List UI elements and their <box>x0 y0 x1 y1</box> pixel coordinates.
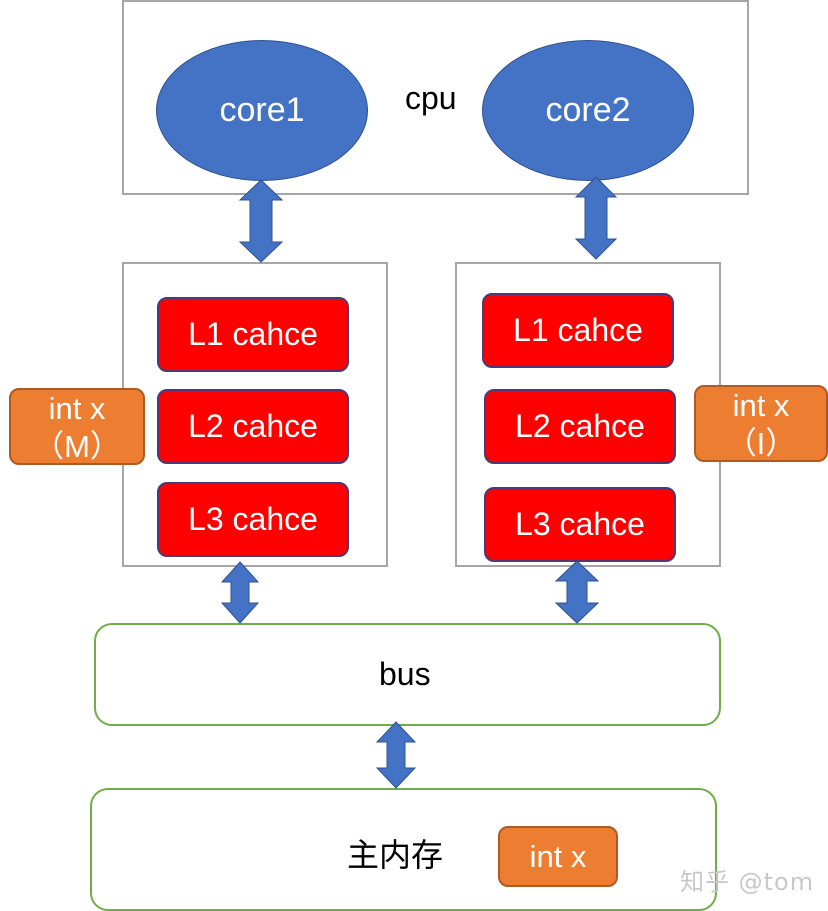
variable-x-left: int x （M） <box>9 388 145 465</box>
core2: core2 <box>482 40 694 181</box>
cache-label: L1 cahce <box>513 312 643 348</box>
arrow-cache-left-bus <box>220 561 260 624</box>
double-arrow-shape <box>375 721 417 789</box>
cache-label: L2 cahce <box>188 408 318 444</box>
variable-name: int x <box>529 838 587 874</box>
cache-label: L2 cahce <box>515 408 645 444</box>
arrow-bus-memory <box>375 721 417 789</box>
double-arrow-shape <box>220 561 260 624</box>
variable-state: （M） <box>33 429 121 464</box>
main-memory-label: 主内存 <box>347 836 444 874</box>
cpu-label: cpu <box>405 80 457 116</box>
bus-box <box>94 623 721 726</box>
arrow-core2-cache <box>574 176 618 260</box>
cache-label: L1 cahce <box>188 316 318 352</box>
variable-x-memory: int x <box>498 826 618 887</box>
double-arrow-shape <box>554 560 600 624</box>
l3-cache-left: L3 cahce <box>157 482 349 557</box>
core1-label: core1 <box>219 91 305 129</box>
double-arrow-shape <box>238 179 284 263</box>
arrow-cache-right-bus <box>554 560 600 624</box>
variable-x-right: int x （I） <box>694 385 828 462</box>
variable-state: （I） <box>725 426 797 461</box>
watermark: 知乎 @tom <box>680 868 815 896</box>
l2-cache-left: L2 cahce <box>157 389 349 464</box>
l1-cache-left: L1 cahce <box>157 297 349 372</box>
l3-cache-right: L3 cahce <box>484 487 676 562</box>
l2-cache-right: L2 cahce <box>484 389 676 464</box>
arrow-core1-cache <box>238 179 284 263</box>
cache-label: L3 cahce <box>188 501 318 537</box>
core2-label: core2 <box>545 91 631 129</box>
cache-label: L3 cahce <box>515 506 645 542</box>
l1-cache-right: L1 cahce <box>482 293 674 368</box>
variable-name: int x <box>732 388 790 423</box>
variable-name: int x <box>48 391 106 426</box>
core1: core1 <box>156 40 368 181</box>
double-arrow-shape <box>574 176 618 260</box>
bus-label: bus <box>379 656 431 692</box>
